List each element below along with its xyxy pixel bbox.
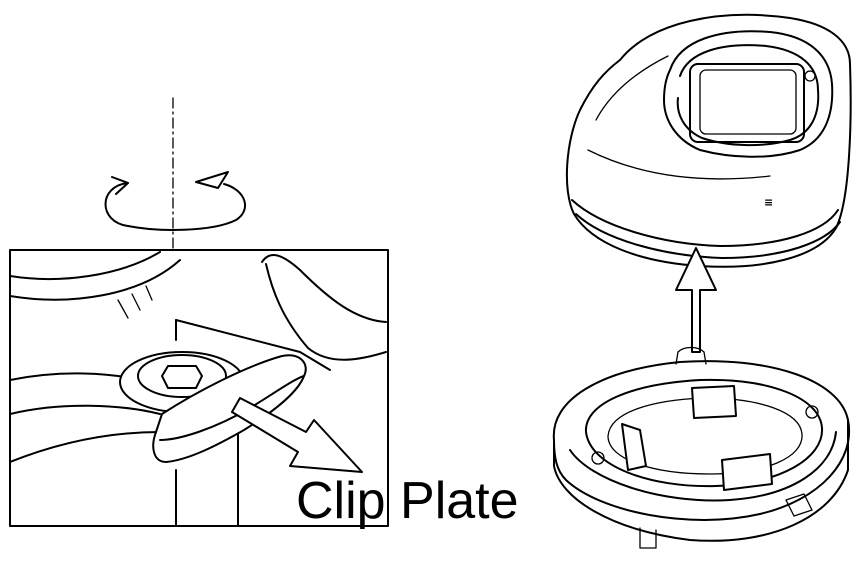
rotation-arrow-icon: [104, 97, 247, 251]
dome-camera: ≡: [565, 13, 852, 268]
clip-plate-label: Clip Plate: [296, 472, 519, 530]
clip-plate-detail: [9, 249, 389, 527]
upward-arrow-icon: [675, 247, 717, 353]
mounting-base: [552, 346, 851, 549]
pull-arrow-icon: [231, 397, 363, 473]
camera-logo-icon: ≡: [764, 196, 773, 209]
